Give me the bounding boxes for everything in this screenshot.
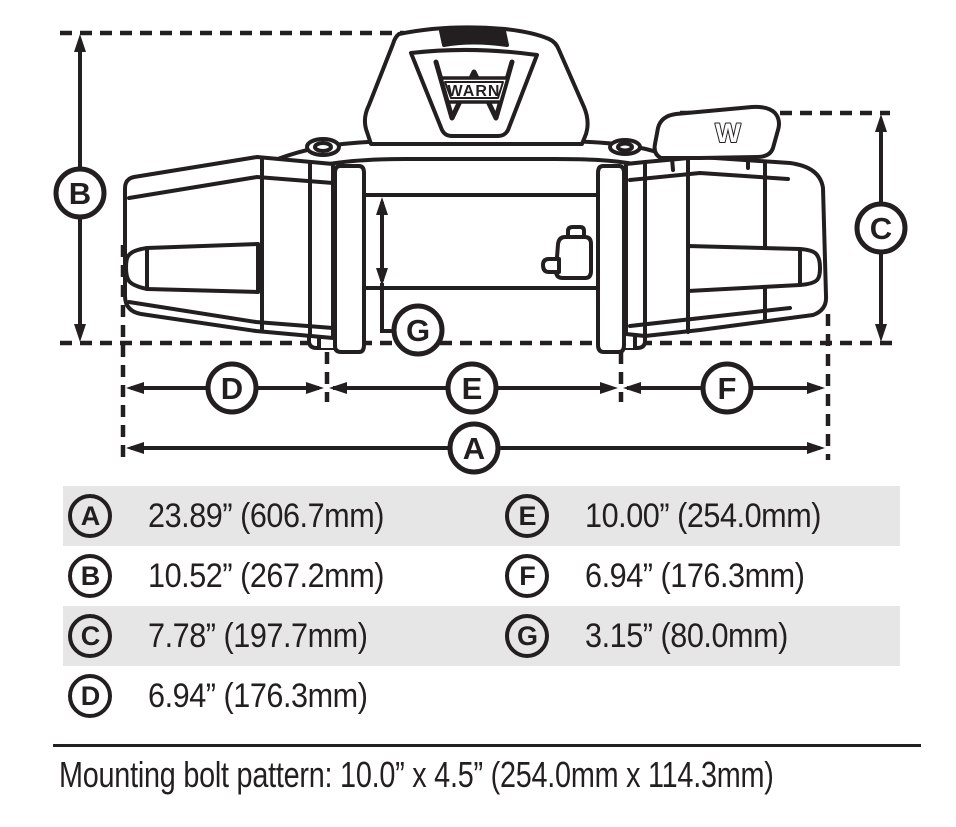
badge-letter-c: C [870, 211, 892, 246]
mounting-bolt-pattern-text: Mounting bolt pattern: 10.0” x 4.5” (254… [59, 754, 774, 795]
dimension-value-d: 6.94” (176.3mm) [148, 676, 368, 715]
dimension-value-g: 3.15” (80.0mm) [585, 616, 788, 655]
dimension-entry-a: A 23.89” (606.7mm) [63, 486, 500, 546]
badge-letter-e: E [462, 371, 483, 406]
clutch-lever [541, 225, 593, 280]
dimension-entry-d: D 6.94” (176.3mm) [63, 666, 500, 726]
table-badge-e: E [505, 494, 549, 538]
table-badge-f: F [505, 554, 549, 598]
left-housing [123, 155, 335, 340]
knob-w-icon: W [715, 118, 741, 148]
dimension-g-arrow [376, 197, 394, 333]
dimension-badges: B C G D E F A [53, 166, 908, 475]
warn-logo-text: WARN [448, 83, 501, 100]
dimension-badge-c: C [854, 201, 908, 255]
table-badge-b: B [68, 554, 112, 598]
dimension-value-f: 6.94” (176.3mm) [585, 556, 805, 595]
badge-letter-g: G [406, 313, 430, 348]
dimension-entry-b: B 10.52” (267.2mm) [63, 546, 500, 606]
dimension-badge-f: F [700, 361, 754, 415]
drum [333, 164, 626, 354]
table-badge-a: A [68, 494, 112, 538]
footer-divider [53, 744, 921, 747]
table-badge-d: D [68, 674, 112, 718]
dimension-value-c: 7.78” (197.7mm) [148, 616, 368, 655]
right-housing [624, 155, 829, 338]
dimension-entry-empty [500, 666, 900, 726]
handle-recess [439, 26, 509, 47]
table-badge-c: C [68, 614, 112, 658]
dimension-table: A 23.89” (606.7mm) E 10.00” (254.0mm) B … [63, 486, 900, 726]
winch-drawing: W WARN [123, 25, 829, 354]
table-row-1: A 23.89” (606.7mm) E 10.00” (254.0mm) [63, 486, 900, 546]
dimension-entry-g: G 3.15” (80.0mm) [500, 606, 900, 666]
dimension-badge-d: D [205, 361, 259, 415]
warn-logo: WARN [433, 59, 515, 121]
badge-letter-a: A [463, 431, 485, 466]
badge-letter-d: D [221, 371, 243, 406]
table-row-4: D 6.94” (176.3mm) [63, 666, 900, 726]
dimension-entry-e: E 10.00” (254.0mm) [500, 486, 900, 546]
control-box: WARN [362, 25, 590, 146]
crossbar-bolts [305, 137, 642, 157]
dimension-entry-f: F 6.94” (176.3mm) [500, 546, 900, 606]
badge-letter-b: B [69, 176, 91, 211]
dimension-badge-g: G [391, 303, 445, 357]
extension-dash-lines [60, 30, 892, 460]
badge-letter-f: F [718, 371, 737, 406]
winch-dimension-diagram: W WARN [53, 25, 908, 475]
table-row-2: B 10.52” (267.2mm) F 6.94” (176.3mm) [63, 546, 900, 606]
dimension-value-b: 10.52” (267.2mm) [148, 556, 385, 595]
table-badge-g: G [505, 614, 549, 658]
dimension-entry-c: C 7.78” (197.7mm) [63, 606, 500, 666]
dimension-value-a: 23.89” (606.7mm) [148, 496, 385, 535]
clutch-knob: W [652, 104, 781, 172]
table-row-3: C 7.78” (197.7mm) G 3.15” (80.0mm) [63, 606, 900, 666]
dimension-badge-a: A [447, 421, 501, 475]
dimension-badge-b: B [53, 166, 107, 220]
dimension-value-e: 10.00” (254.0mm) [585, 496, 822, 535]
dimension-badge-e: E [445, 361, 499, 415]
